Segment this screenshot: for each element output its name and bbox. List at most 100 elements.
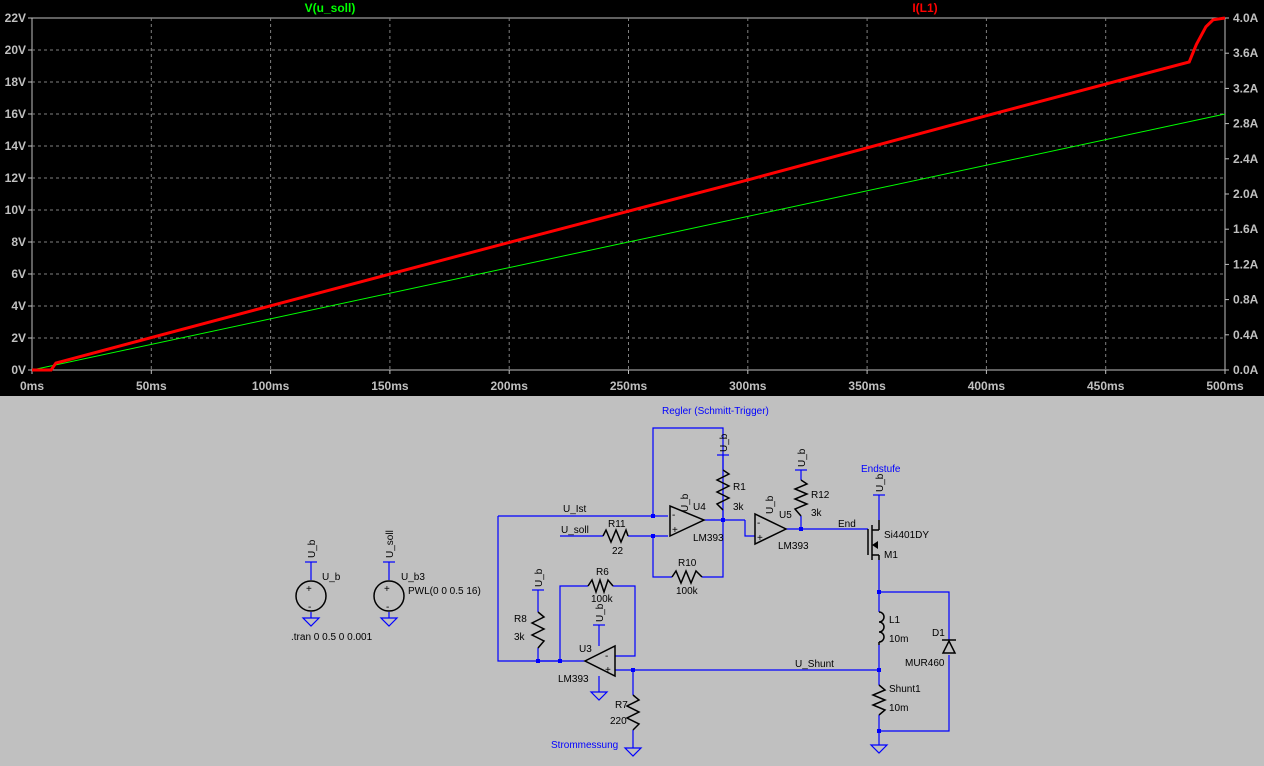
flag-usoll: U_soll — [385, 530, 396, 558]
trace-label-i-l1[interactable]: I(L1) — [912, 1, 937, 15]
resistor-r11[interactable] — [602, 527, 629, 544]
voltage-sources[interactable]: + - + - — [295, 580, 405, 613]
schematic-editor-pane[interactable]: Regler (Schmitt-Trigger) Endstufe Stromm… — [0, 396, 1264, 761]
svg-text:R8: R8 — [514, 614, 527, 625]
svg-text:100k: 100k — [676, 586, 699, 597]
svg-text:Shunt1: Shunt1 — [889, 684, 921, 695]
svg-text:Si4401DY: Si4401DY — [884, 530, 929, 541]
svg-text:R10: R10 — [678, 558, 697, 569]
schematic-canvas[interactable]: Regler (Schmitt-Trigger) Endstufe Stromm… — [0, 396, 1264, 761]
svg-text:-: - — [757, 518, 760, 529]
resistor-r1[interactable] — [715, 469, 731, 511]
svg-text:LM393: LM393 — [558, 674, 589, 685]
resistor-r10[interactable] — [671, 569, 703, 585]
comparator-u5[interactable] — [754, 512, 788, 546]
y-right-tick-label: 3.6A — [1233, 46, 1259, 60]
y-left-tick-label: 10V — [5, 203, 26, 217]
y-right-tick-label: 2.8A — [1233, 117, 1259, 131]
x-tick-label: 450ms — [1087, 379, 1125, 393]
y-right-tick-label: 0.8A — [1233, 293, 1259, 307]
comparator-u3[interactable] — [583, 644, 616, 678]
x-tick-label: 150ms — [371, 379, 409, 393]
flag-ub-6: U_b — [595, 603, 606, 622]
trace-labels[interactable]: V(u_soll) I(L1) — [305, 1, 938, 15]
flag-ub-u4: U_b — [680, 493, 691, 512]
svg-text:+: + — [757, 533, 763, 544]
x-tick-label: 50ms — [136, 379, 167, 393]
x-tick-label: 500ms — [1206, 379, 1244, 393]
net-u-shunt: U_Shunt — [795, 659, 834, 670]
resistor-r8[interactable] — [530, 611, 546, 649]
resistor-r12[interactable] — [793, 479, 809, 517]
x-tick-label: 350ms — [848, 379, 886, 393]
mosfet-m1[interactable] — [867, 520, 880, 560]
net-u-soll: U_soll — [561, 525, 589, 536]
net-end: End — [838, 519, 856, 530]
svg-text:M1: M1 — [884, 550, 898, 561]
svg-text:LM393: LM393 — [778, 541, 809, 552]
y-left-tick-label: 18V — [5, 75, 26, 89]
x-tick-label: 300ms — [729, 379, 767, 393]
comparator-u4[interactable] — [669, 504, 706, 538]
source-ub[interactable] — [295, 580, 327, 612]
svg-text:22: 22 — [612, 546, 624, 557]
schematic-wires — [310, 427, 950, 748]
source-ub3[interactable] — [373, 580, 405, 612]
x-tick-label: 400ms — [968, 379, 1006, 393]
svg-text:+: + — [384, 584, 390, 595]
svg-text:MUR460: MUR460 — [905, 658, 945, 669]
svg-text:U_b3: U_b3 — [401, 572, 425, 583]
y-left-tick-label: 16V — [5, 107, 26, 121]
resistor-r7[interactable] — [625, 694, 641, 731]
y-right-tick-label: 2.4A — [1233, 152, 1259, 166]
y-right-tick-label: 4.0A — [1233, 11, 1259, 25]
svg-text:+: + — [605, 665, 611, 676]
y-left-tick-label: 6V — [11, 267, 26, 281]
svg-text:U3: U3 — [579, 644, 592, 655]
svg-text:U5: U5 — [779, 510, 792, 521]
svg-text:R7: R7 — [615, 700, 628, 711]
y-right-tick-label: 3.2A — [1233, 81, 1259, 95]
svg-text:LM393: LM393 — [693, 533, 724, 544]
resistors[interactable] — [530, 469, 887, 731]
x-tick-label: 100ms — [252, 379, 290, 393]
series-i-l1-line — [32, 16, 1226, 372]
resistor-r6[interactable] — [587, 577, 614, 595]
label-regler: Regler (Schmitt-Trigger) — [662, 406, 769, 417]
x-tick-label: 0ms — [20, 379, 44, 393]
y-right-tick-label: 2.0A — [1233, 187, 1259, 201]
ground-symbols — [301, 617, 889, 757]
y-left-tick-label: 8V — [11, 235, 26, 249]
tran-directive[interactable]: .tran 0 0.5 0 0.001 — [291, 632, 373, 643]
svg-text:-: - — [605, 651, 608, 662]
flag-ub-u5: U_b — [765, 495, 776, 514]
flag-ub-2: U_b — [719, 433, 730, 452]
series-v-u-soll-line — [31, 113, 1226, 371]
trace-label-v-u-soll[interactable]: V(u_soll) — [305, 1, 356, 15]
y-left-tick-label: 2V — [11, 331, 26, 345]
x-tick-label: 200ms — [491, 379, 529, 393]
y-right-tick-label: 1.2A — [1233, 257, 1259, 271]
diode-d1[interactable] — [941, 639, 957, 654]
label-endstufe: Endstufe — [861, 464, 901, 475]
y-right-tick-label: 0.4A — [1233, 328, 1259, 342]
flag-ub-5: U_b — [534, 568, 545, 587]
svg-text:R1: R1 — [733, 482, 746, 493]
svg-text:R6: R6 — [596, 567, 609, 578]
plot-grid — [28, 17, 1229, 374]
svg-text:100k: 100k — [591, 594, 614, 605]
label-strommessung: Strommessung — [551, 740, 618, 751]
y-left-tick-label: 20V — [5, 43, 26, 57]
svg-text:L1: L1 — [889, 615, 901, 626]
flag-ub-3: U_b — [797, 448, 808, 467]
comparators[interactable]: - + - + - + — [583, 504, 788, 678]
resistor-shunt1[interactable] — [871, 684, 887, 716]
inductor-l1[interactable] — [878, 611, 885, 645]
svg-text:R11: R11 — [608, 519, 626, 530]
svg-text:PWL(0 0 0.5 16): PWL(0 0 0.5 16) — [408, 586, 481, 597]
y-left-tick-label: 14V — [5, 139, 26, 153]
svg-text:-: - — [386, 602, 389, 613]
